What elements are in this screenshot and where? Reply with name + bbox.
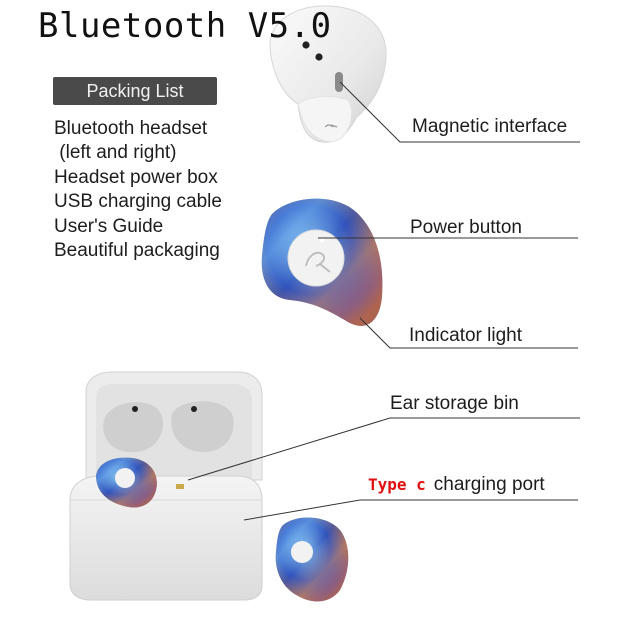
list-item: User's Guide (54, 215, 164, 237)
list-item: Headset power box (54, 166, 218, 188)
list-item: Bluetooth headset (54, 118, 208, 139)
callout-charging-port: Type c charging port (368, 474, 545, 496)
white-earbud (269, 5, 387, 143)
list-item: Beautiful packaging (54, 240, 220, 262)
stored-earbud-button (115, 468, 135, 488)
charging-port-label: charging port (433, 474, 545, 495)
bin-contact-dot (191, 406, 197, 412)
leader-lines (187, 81, 580, 521)
leader-ear-storage-bin (187, 417, 580, 481)
leader-indicator-light (359, 317, 578, 349)
callout-magnetic-interface: Magnetic interface (412, 116, 568, 137)
callout-power-button: Power button (410, 217, 522, 238)
logo-mark (324, 124, 338, 128)
callout-indicator-light: Indicator light (409, 325, 523, 346)
magnetic-contact (335, 72, 343, 92)
packing-list-header: Packing List (53, 77, 217, 105)
indicator-dot (319, 237, 325, 243)
list-item: (left and right) (54, 142, 177, 164)
logo-mark (305, 251, 331, 273)
type-c-label: Type c (368, 475, 426, 494)
packing-list: Bluetooth headset (left and right) Heads… (54, 117, 222, 263)
charging-pin (176, 484, 184, 489)
bin-contact-dot (132, 406, 138, 412)
earbud-sensor-dot (302, 41, 310, 49)
charging-box (69, 371, 263, 601)
earbud-sensor-dot (315, 53, 323, 61)
bottom-earbud-button (291, 541, 313, 563)
leader-magnetic-interface (339, 81, 580, 143)
colorful-earbud (261, 198, 383, 326)
callout-ear-storage-bin: Ear storage bin (390, 393, 519, 414)
leader-charging-port (243, 499, 578, 521)
list-item: USB charging cable (54, 191, 222, 213)
earbud-bottom (275, 517, 349, 602)
page-title: Bluetooth V5.0 (38, 6, 332, 46)
